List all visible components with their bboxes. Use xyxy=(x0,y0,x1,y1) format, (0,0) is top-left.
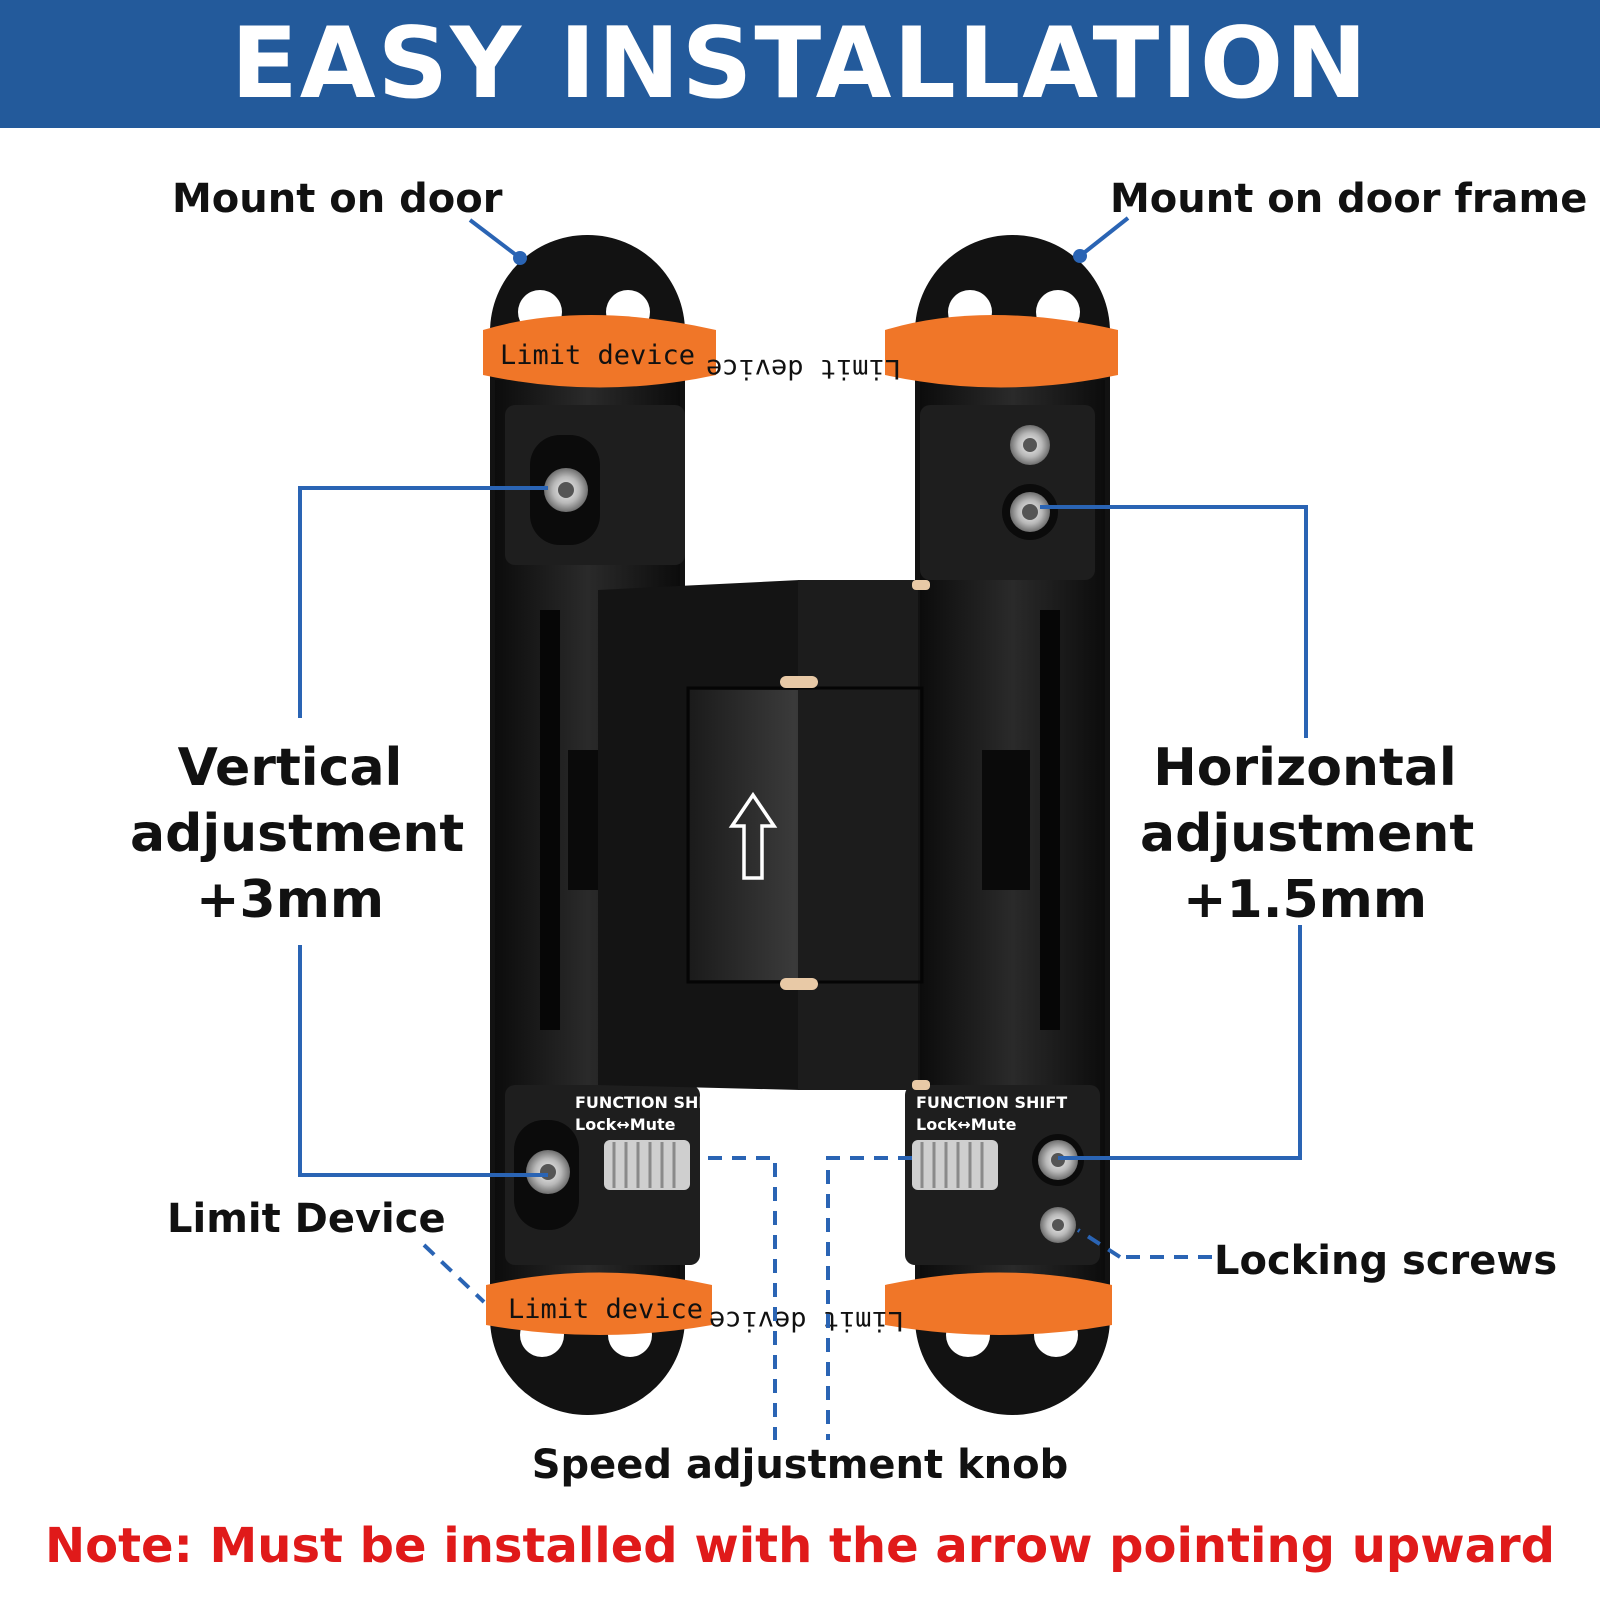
function-shift-label: FUNCTION SHIFT xyxy=(575,1093,726,1112)
svg-text:Limit device: Limit device xyxy=(508,1294,703,1325)
hinge-knuckle xyxy=(598,580,930,1090)
limit-device-bottom-left: Limit device xyxy=(486,1272,712,1335)
dashed-callouts xyxy=(422,1156,1212,1440)
limit-device-bottom-right: Limit device xyxy=(709,1272,1112,1336)
svg-text:Limit device: Limit device xyxy=(709,1305,904,1336)
svg-text:Limit device: Limit device xyxy=(500,340,695,371)
horizontal-adjustment-label: Horizontal adjustment +1.5mm xyxy=(1140,738,1475,930)
limit-device-callout-label: Limit Device xyxy=(167,1196,446,1242)
limit-device-top-right: Limit device xyxy=(706,315,1118,388)
mount-on-door-label: Mount on door xyxy=(172,176,503,222)
page-title: EASY INSTALLATION xyxy=(230,7,1370,121)
speed-adjustment-knob-label: Speed adjustment knob xyxy=(531,1442,1069,1488)
vertical-adjustment-label: Vertical adjustment +3mm xyxy=(130,738,465,930)
speed-knob-icon xyxy=(912,1140,998,1190)
header-banner xyxy=(0,0,1600,128)
function-modes-label: Lock↔Mute xyxy=(575,1115,676,1134)
right-hinge-leaf: FUNCTION SHIFT Lock↔Mute xyxy=(905,235,1110,1415)
limit-device-top-left: Limit device xyxy=(483,315,716,388)
svg-text:Limit device: Limit device xyxy=(706,353,901,384)
function-modes-label: Lock↔Mute xyxy=(916,1115,1017,1134)
speed-knob-icon xyxy=(604,1140,690,1190)
up-arrow-icon xyxy=(728,791,778,880)
callout-lines xyxy=(298,216,1308,1177)
locking-screws-label: Locking screws xyxy=(1214,1238,1558,1284)
function-shift-label: FUNCTION SHIFT xyxy=(916,1093,1067,1112)
mount-on-door-frame-label: Mount on door frame xyxy=(1110,176,1588,222)
installation-note: Note: Must be installed with the arrow p… xyxy=(44,1518,1556,1574)
